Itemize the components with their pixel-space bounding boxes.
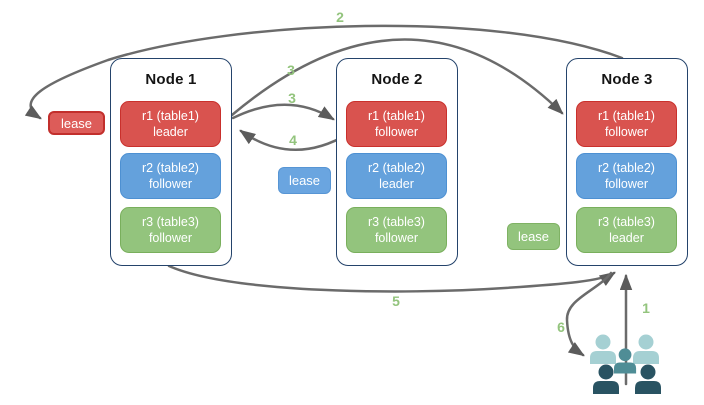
lease-badge-r2: lease bbox=[278, 167, 331, 194]
replica-role: follower bbox=[148, 231, 193, 245]
arrow-step-3-to-node2 bbox=[231, 103, 335, 121]
replica-name: r3 (table3) bbox=[368, 214, 425, 229]
lease-badge-r3: lease bbox=[507, 223, 560, 250]
lease-label: lease bbox=[60, 115, 93, 131]
replica-role: follower bbox=[604, 177, 649, 191]
node3-replica-r3: r3 (table3) leader bbox=[576, 207, 677, 253]
node1-replica-r3: r3 (table3) follower bbox=[120, 207, 221, 253]
step-label-2: 2 bbox=[336, 9, 344, 25]
replica-name: r3 (table3) bbox=[598, 214, 655, 229]
node1-replica-r1: r1 (table1) leader bbox=[120, 101, 221, 147]
replica-role: leader bbox=[153, 125, 188, 139]
step-label-4: 4 bbox=[289, 132, 297, 148]
node-title: Node 3 bbox=[601, 71, 653, 88]
node-title: Node 2 bbox=[371, 71, 423, 88]
node-2-box: Node 2 r1 (table1) follower r2 (table2) … bbox=[336, 58, 458, 266]
node2-replica-r2: r2 (table2) leader bbox=[346, 153, 447, 199]
node3-replica-r1: r1 (table1) follower bbox=[576, 101, 677, 147]
replica-name: r3 (table3) bbox=[142, 214, 199, 229]
replica-name: r2 (table2) bbox=[368, 160, 425, 175]
replica-name: r2 (table2) bbox=[142, 160, 199, 175]
node-1-box: Node 1 r1 (table1) leader r2 (table2) fo… bbox=[110, 58, 232, 266]
replica-name: r1 (table1) bbox=[368, 108, 425, 123]
replica-role: follower bbox=[604, 125, 649, 139]
step-label-5: 5 bbox=[392, 293, 400, 309]
replica-name: r2 (table2) bbox=[598, 160, 655, 175]
arrow-step-5 bbox=[167, 264, 616, 293]
replica-name: r1 (table1) bbox=[598, 108, 655, 123]
node-3-box: Node 3 r1 (table1) follower r2 (table2) … bbox=[566, 58, 688, 266]
node1-replica-r2: r2 (table2) follower bbox=[120, 153, 221, 199]
replica-role: leader bbox=[609, 231, 644, 245]
step-label-3b: 3 bbox=[288, 90, 296, 106]
step-label-6: 6 bbox=[557, 319, 565, 335]
node2-replica-r1: r1 (table1) follower bbox=[346, 101, 447, 147]
replica-role: leader bbox=[379, 177, 414, 191]
users-group-icon bbox=[590, 334, 661, 394]
lease-label: lease bbox=[288, 173, 321, 188]
node2-replica-r3: r3 (table3) follower bbox=[346, 207, 447, 253]
node-title: Node 1 bbox=[145, 71, 197, 88]
lease-label: lease bbox=[517, 229, 550, 244]
replica-role: follower bbox=[374, 125, 419, 139]
node3-replica-r2: r2 (table2) follower bbox=[576, 153, 677, 199]
replica-name: r1 (table1) bbox=[142, 108, 199, 123]
lease-badge-r1: lease bbox=[48, 111, 105, 135]
step-label-3a: 3 bbox=[287, 62, 295, 78]
step-label-1: 1 bbox=[642, 300, 650, 316]
replica-role: follower bbox=[374, 231, 419, 245]
replica-role: follower bbox=[148, 177, 193, 191]
